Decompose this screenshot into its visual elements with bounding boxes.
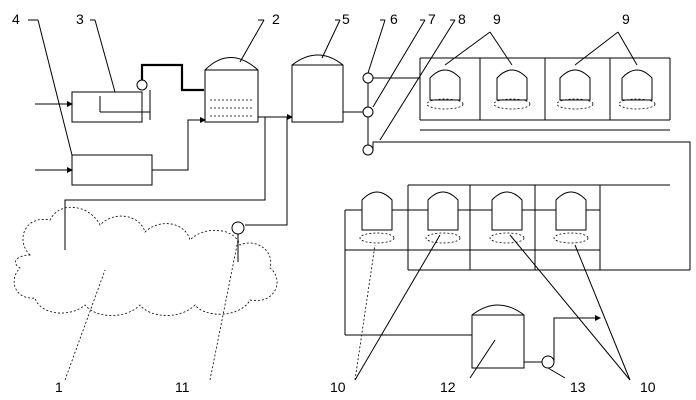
label-12: 12 (440, 379, 456, 395)
pump-13-icon (541, 355, 555, 369)
label-7: 7 (428, 11, 436, 27)
label-5: 5 (342, 11, 350, 27)
unit-3-box (71, 91, 143, 123)
tank-2 (204, 57, 259, 123)
label-11: 11 (175, 379, 190, 395)
cloud-source (13, 206, 278, 316)
label-9-right: 9 (622, 11, 630, 27)
label-3: 3 (76, 11, 84, 27)
label-10-right: 10 (640, 379, 656, 395)
pump-8-icon (362, 144, 374, 156)
label-9-left: 9 (493, 11, 501, 27)
pump-6-icon (362, 72, 374, 84)
label-10-left: 10 (330, 379, 346, 395)
pump-7-icon (362, 106, 374, 118)
label-2: 2 (272, 11, 280, 27)
unit-4-box (71, 154, 153, 186)
reactor-row-10 (344, 185, 601, 335)
pump-11-icon (231, 221, 245, 235)
label-4: 4 (12, 11, 20, 27)
label-1: 1 (55, 379, 63, 395)
label-6: 6 (390, 11, 398, 27)
label-13: 13 (570, 379, 586, 395)
pump-3-icon (136, 79, 148, 91)
tank-12 (471, 304, 525, 369)
label-8: 8 (458, 11, 466, 27)
reactor-row-9 (419, 57, 671, 131)
